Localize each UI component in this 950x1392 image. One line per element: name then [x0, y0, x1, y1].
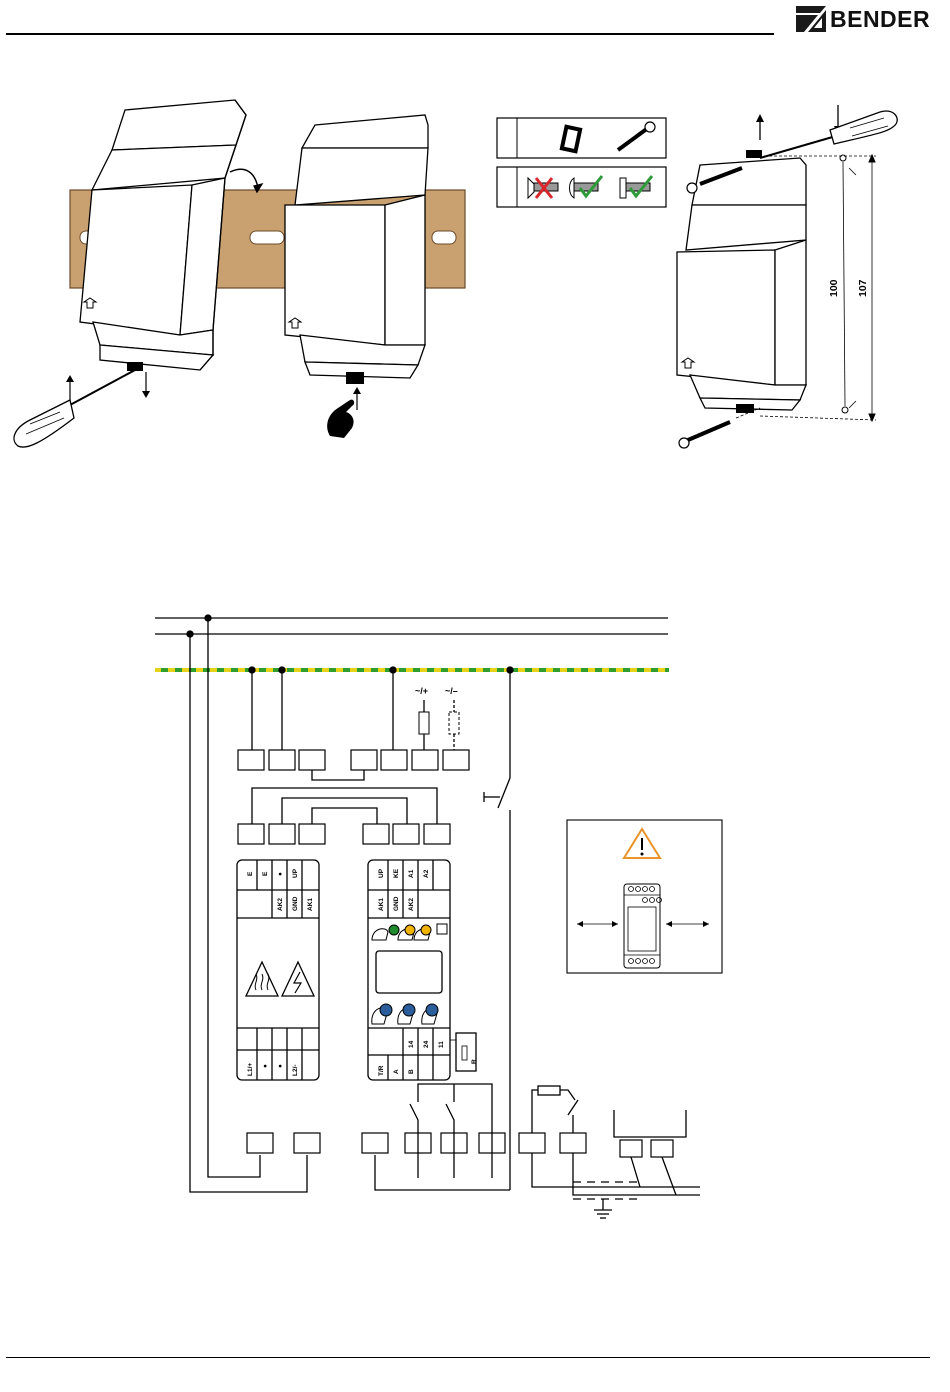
left-terminal-mid-1: AK2 — [277, 898, 284, 911]
right-terminal-bottom-24: 24 — [423, 1040, 430, 1048]
left-terminal-top-1: E — [247, 871, 254, 876]
left-terminal-bottom-4: L2/- — [292, 1064, 299, 1076]
supply-plus-label: ~/+ — [415, 686, 428, 696]
right-terminal-mid-1: AK1 — [378, 898, 385, 911]
left-terminal-mid-2: GND — [292, 896, 299, 911]
pe-conductor — [155, 668, 669, 672]
dip-switch-label: R — [471, 1059, 478, 1064]
right-terminal-bottom-11: 11 — [438, 1041, 445, 1048]
right-terminal-bottom-14: 14 — [408, 1040, 415, 1048]
screw-type-panel — [497, 118, 666, 207]
terminal-row-bottom — [247, 1133, 673, 1157]
left-terminal-top-2: E — [262, 871, 269, 876]
left-terminal-bottom-1: L1/+ — [247, 1063, 254, 1076]
left-terminal-top-3: ● — [277, 872, 284, 876]
right-terminal-bottom-tr: T/R — [378, 1065, 385, 1076]
terminal-row-second — [238, 824, 450, 844]
right-terminal-bottom-b: B — [408, 1069, 415, 1074]
left-coupling-device — [237, 860, 319, 1080]
wiring-diagram — [155, 615, 722, 1218]
device-screw-mount — [677, 158, 806, 410]
right-terminal-top-4: A2 — [423, 869, 430, 878]
din-rail-mounting-figure: 100 107 — [14, 100, 897, 448]
right-terminal-mid-2: GND — [393, 896, 400, 911]
dimension-107-label: 107 — [857, 279, 869, 297]
relay-contacts — [410, 1084, 492, 1178]
lcd-display — [376, 951, 442, 993]
hand-press-icon — [327, 372, 364, 438]
screwdriver-icon — [14, 362, 150, 447]
footer-rule — [6, 1357, 930, 1358]
left-terminal-bottom-3: ● — [277, 1064, 284, 1068]
right-terminal-bottom-a: A — [393, 1069, 400, 1074]
dimension-100-label: 100 — [828, 279, 840, 297]
right-monitoring-device — [368, 860, 476, 1080]
device-mounted — [285, 115, 428, 378]
supply-minus-label: ~/– — [445, 686, 458, 696]
left-terminal-top-4: UP — [292, 868, 299, 878]
bus-termination — [532, 1086, 700, 1218]
terminal-row-top — [238, 750, 469, 770]
left-terminal-mid-3: AK1 — [307, 898, 314, 911]
left-terminal-bottom-2: ● — [262, 1064, 269, 1068]
right-terminal-top-3: A1 — [408, 869, 415, 878]
right-terminal-top-1: UP — [378, 868, 385, 878]
right-terminal-mid-3: AK2 — [408, 898, 415, 911]
spacing-warning-box — [567, 820, 722, 973]
ground-icon — [594, 1199, 612, 1218]
right-terminal-top-2: KE — [393, 868, 400, 878]
